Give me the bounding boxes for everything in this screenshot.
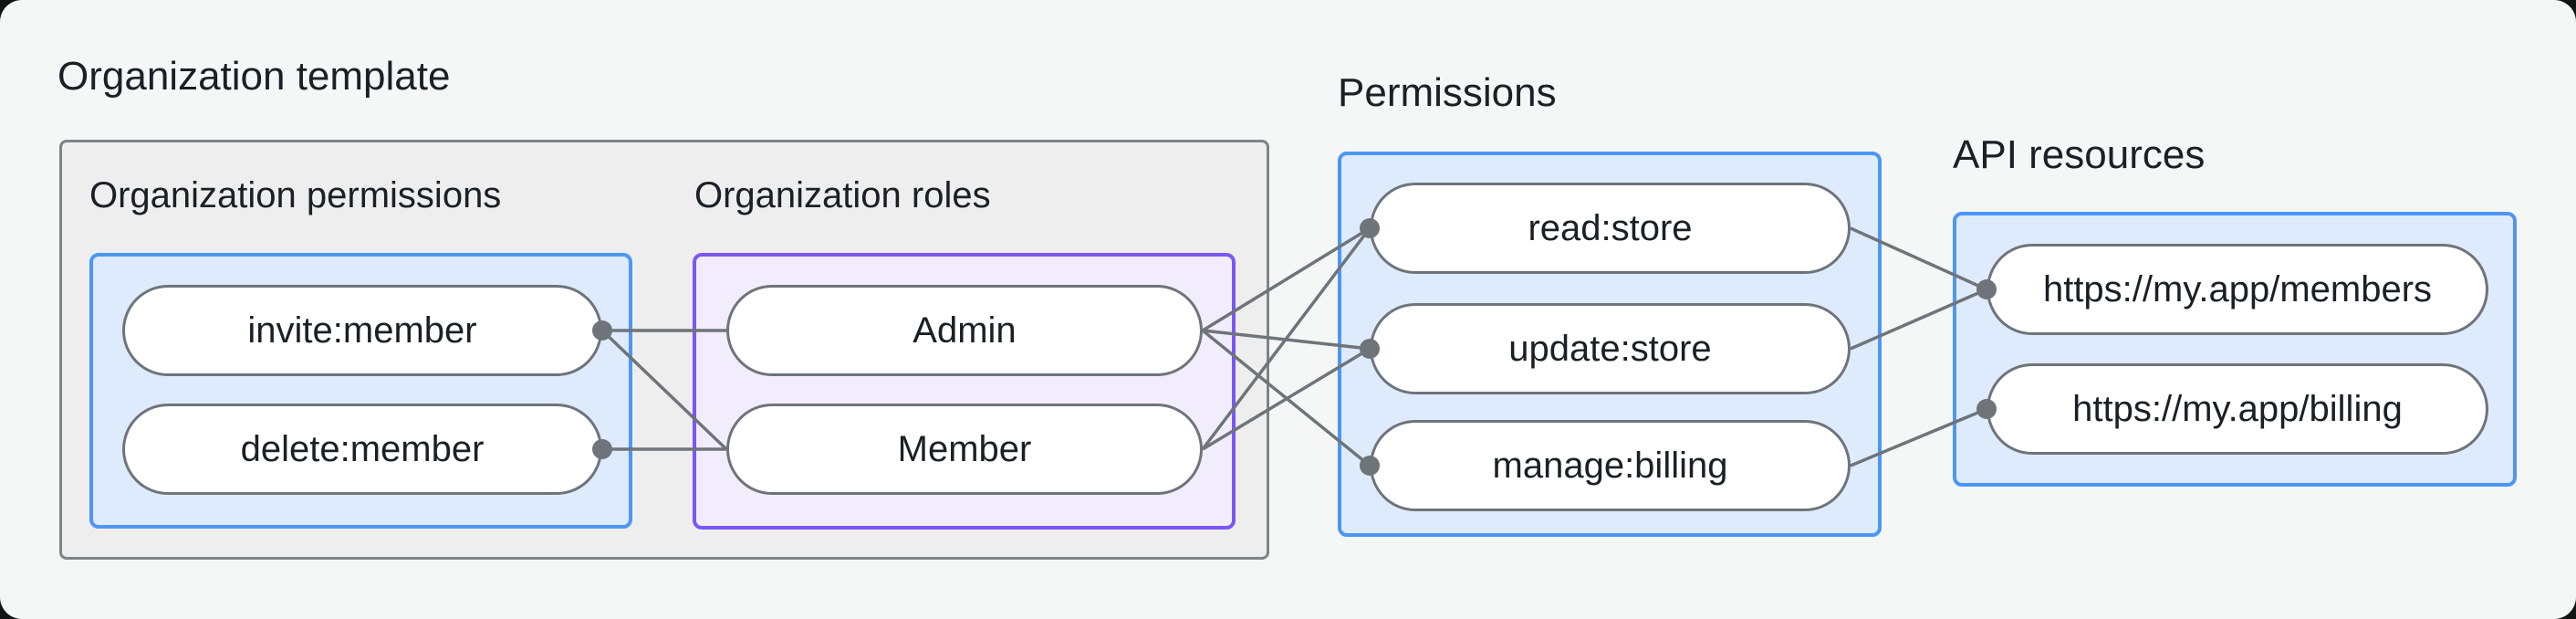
api-resources-label: API resources [1953,132,2206,177]
permissions-label: Permissions [1338,70,1557,115]
node-delete-member: delete:member [122,404,602,495]
node-read-store: read:store [1370,183,1851,274]
node-manage-billing: manage:billing [1370,420,1851,511]
node-admin-role: Admin [726,285,1203,376]
node-member-role: Member [726,404,1203,495]
node-update-store: update:store [1370,303,1851,394]
organization-template-label: Organization template [57,54,451,99]
organization-permissions-heading: Organization permissions [89,175,502,215]
organization-roles-heading: Organization roles [694,175,991,215]
node-members-resource: https://my.app/members [1987,244,2488,335]
node-invite-member: invite:member [122,285,602,376]
node-billing-resource: https://my.app/billing [1987,363,2488,455]
